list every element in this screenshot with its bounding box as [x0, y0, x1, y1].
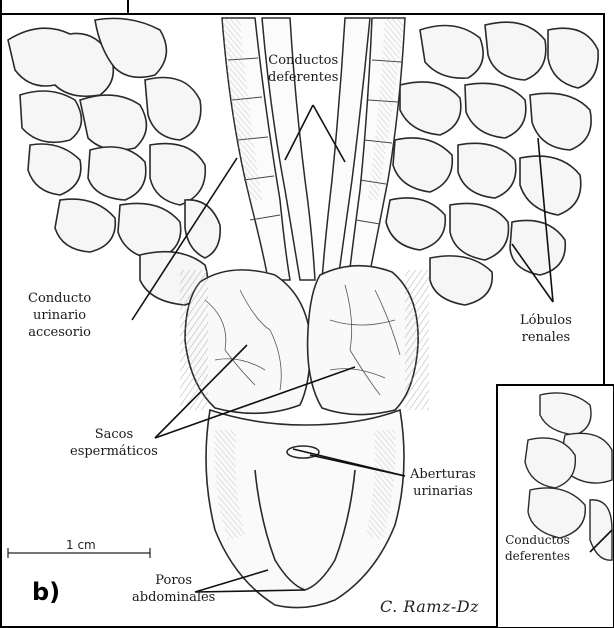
label-conductos-deferentes: Conductos deferentes — [268, 52, 338, 86]
label-inset-conductos-deferentes: Conductos deferentes — [505, 532, 570, 564]
frame-tab — [1, 0, 128, 14]
shade-right — [405, 270, 429, 410]
label-conducto-urinario-accesorio: Conducto urinario accesorio — [28, 290, 91, 341]
label-aberturas-urinarias: Aberturas urinarias — [410, 466, 476, 500]
label-sacos-espermaticos: Sacos espermáticos — [70, 426, 158, 460]
inset-panel — [497, 385, 614, 628]
scale-bar-label: 1 cm — [66, 538, 96, 552]
label-poros-abdominales: Poros abdominales — [132, 572, 215, 606]
artist-signature: C. Ramz-Dz — [380, 597, 479, 616]
panel-letter: b) — [32, 578, 60, 606]
label-lobulos-renales: Lóbulos renales — [520, 312, 572, 346]
